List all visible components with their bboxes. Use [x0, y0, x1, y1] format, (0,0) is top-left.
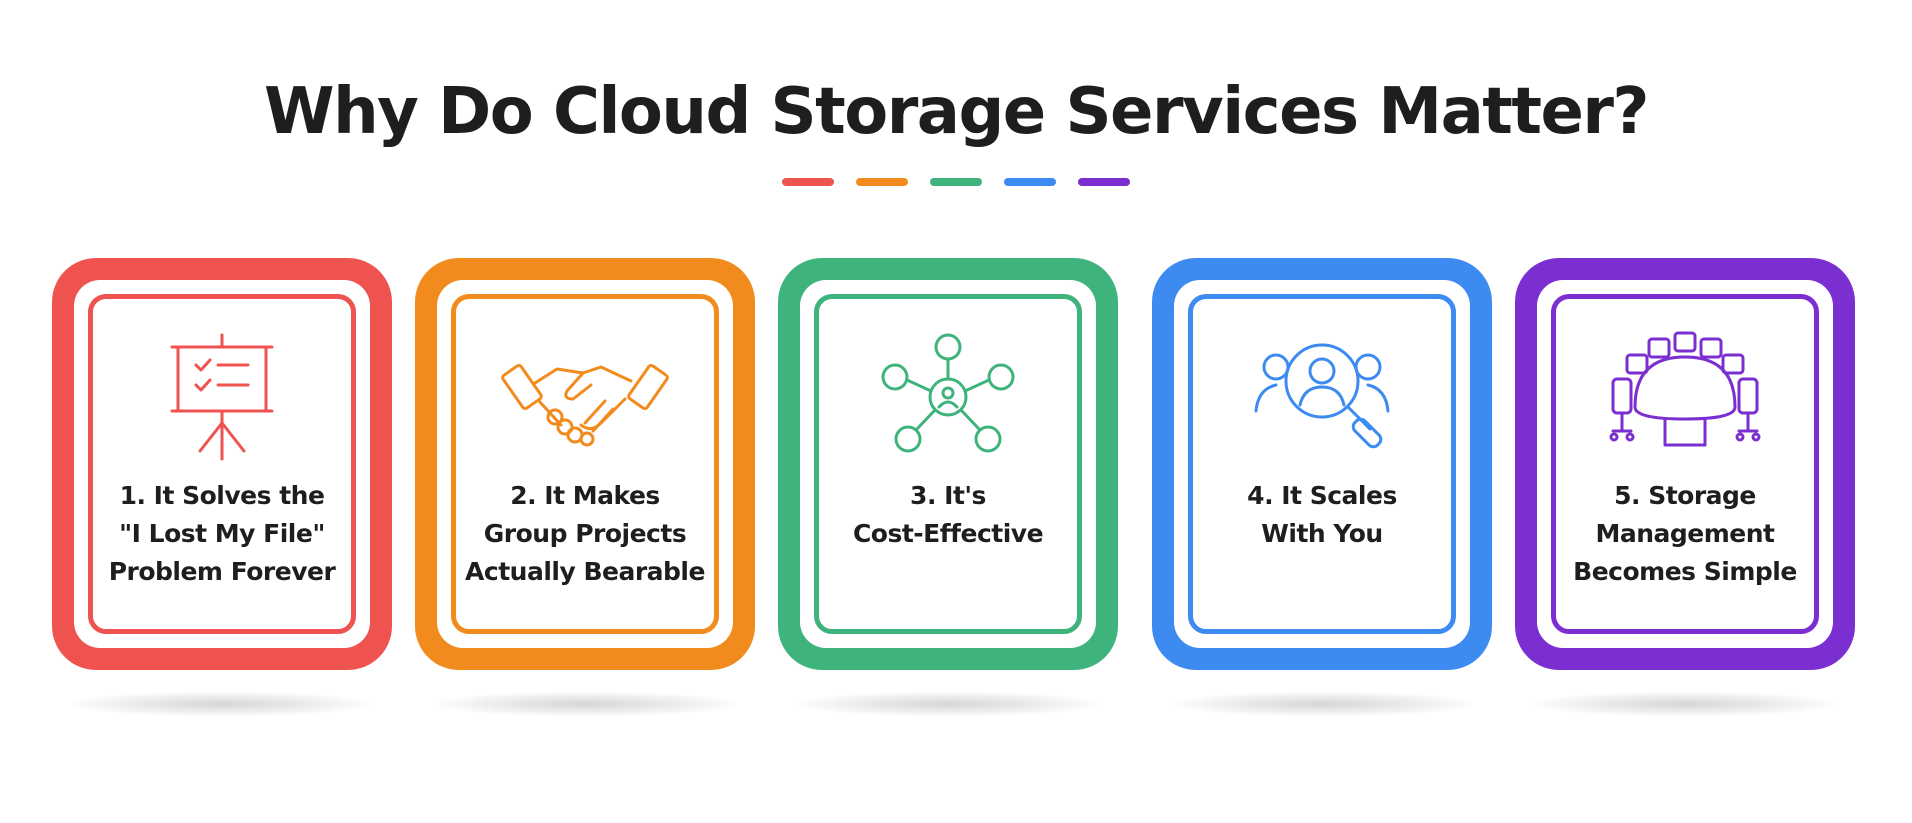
dash-purple: [1078, 178, 1130, 186]
card-label: 4. It Scales With You: [1247, 481, 1397, 548]
card-label: 2. It Makes Group Projects Actually Bear…: [465, 481, 705, 586]
card-shadow: [1172, 692, 1472, 716]
card-storage-management: 5. Storage Management Becomes Simple: [1515, 258, 1855, 670]
card-shadow: [1535, 692, 1835, 716]
card-shadow: [435, 692, 735, 716]
card-shadow: [798, 692, 1098, 716]
presentation-board-icon: [142, 327, 302, 477]
dash-blue: [1004, 178, 1056, 186]
handshake-icon: [501, 327, 669, 477]
card-label: 5. Storage Management Becomes Simple: [1573, 481, 1797, 586]
card-shadow: [72, 692, 372, 716]
dash-red: [782, 178, 834, 186]
dash-orange: [856, 178, 908, 186]
dash-green: [930, 178, 982, 186]
card-label: 3. It's Cost-Effective: [852, 481, 1044, 548]
card-cost-effective: 3. It's Cost-Effective: [778, 258, 1118, 670]
meeting-table-icon: [1605, 327, 1765, 477]
user-search-icon: [1242, 327, 1402, 477]
card-group-projects: 2. It Makes Group Projects Actually Bear…: [415, 258, 755, 670]
network-hub-icon: [868, 327, 1028, 477]
color-dash-divider: [0, 178, 1912, 186]
page-title: Why Do Cloud Storage Services Matter?: [263, 75, 1650, 149]
card-label: 1. It Solves the "I Lost My File" Proble…: [108, 481, 336, 586]
card-scales: 4. It Scales With You: [1152, 258, 1492, 670]
card-lost-file: 1. It Solves the "I Lost My File" Proble…: [52, 258, 392, 670]
